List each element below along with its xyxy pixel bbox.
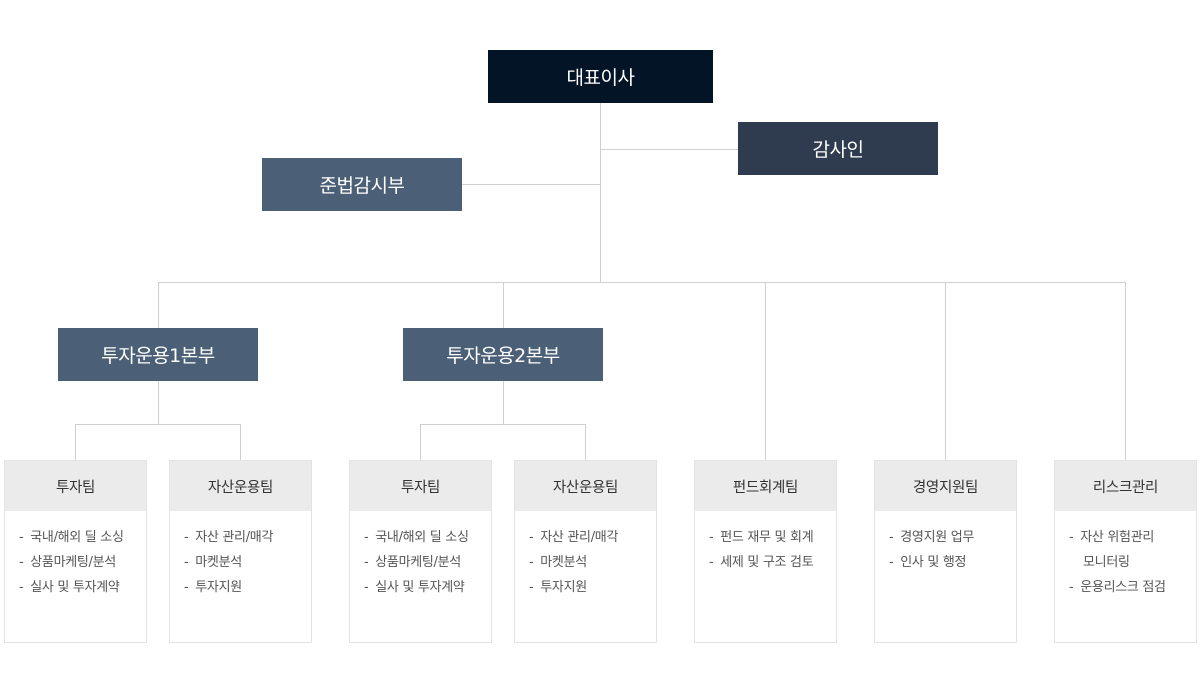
division-1-box: 투자운용1본부	[58, 328, 258, 381]
team-duties: - 자산 관리/매각 - 마켓분석 - 투자지원	[170, 511, 311, 600]
duty-item: - 국내/해외 딜 소싱	[19, 530, 124, 545]
connector-line	[240, 424, 241, 460]
team-title: 투자팀	[5, 461, 146, 511]
duty-item: - 경영지원 업무	[889, 530, 975, 545]
team-duties: - 국내/해외 딜 소싱 - 상품마케팅/분석 - 실사 및 투자계약	[350, 511, 491, 600]
compliance-box: 준법감시부	[262, 158, 462, 211]
connector-line	[158, 282, 1126, 283]
duty-item: - 운용리스크 점검	[1069, 580, 1166, 595]
duty-item: - 국내/해외 딜 소싱	[364, 530, 469, 545]
connector-line	[75, 424, 241, 425]
connector-line	[765, 282, 766, 460]
team-duties: - 펀드 재무 및 회계 - 세제 및 구조 검토	[695, 511, 836, 575]
duty-item: - 투자지원	[184, 580, 242, 595]
division-1-label: 투자운용1본부	[101, 345, 215, 367]
auditor-box: 감사인	[738, 122, 938, 175]
connector-line	[420, 424, 421, 460]
compliance-label: 준법감시부	[319, 175, 405, 197]
team-duties: - 자산 관리/매각 - 마켓분석 - 투자지원	[515, 511, 656, 600]
duty-item: - 자산 관리/매각	[184, 530, 274, 545]
connector-line	[158, 282, 159, 328]
duty-item: - 인사 및 행정	[889, 555, 967, 570]
connector-line	[601, 149, 738, 150]
connector-line	[1125, 282, 1126, 460]
duty-item-continuation: 모니터링	[1083, 555, 1130, 570]
duty-item: - 펀드 재무 및 회계	[709, 530, 814, 545]
team-duties: - 자산 위험관리 모니터링 - 운용리스크 점검	[1055, 511, 1196, 600]
connector-line	[945, 282, 946, 460]
duty-item: - 실사 및 투자계약	[19, 580, 120, 595]
team-card-risk-management: 리스크관리 - 자산 위험관리 모니터링 - 운용리스크 점검	[1054, 460, 1197, 643]
division-2-label: 투자운용2본부	[446, 345, 560, 367]
connector-line	[420, 424, 586, 425]
connector-line	[503, 282, 504, 328]
duty-item: - 마켓분석	[529, 555, 587, 570]
team-card-investment-2: 투자팀 - 국내/해외 딜 소싱 - 상품마케팅/분석 - 실사 및 투자계약	[349, 460, 492, 643]
connector-line	[503, 381, 504, 424]
team-title: 리스크관리	[1055, 461, 1196, 511]
ceo-label: 대표이사	[566, 67, 635, 89]
team-title: 투자팀	[350, 461, 491, 511]
division-2-box: 투자운용2본부	[403, 328, 603, 381]
team-duties: - 국내/해외 딜 소싱 - 상품마케팅/분석 - 실사 및 투자계약	[5, 511, 146, 600]
connector-line	[585, 424, 586, 460]
team-title: 자산운용팀	[515, 461, 656, 511]
connector-line	[462, 184, 600, 185]
team-card-asset-mgmt-2: 자산운용팀 - 자산 관리/매각 - 마켓분석 - 투자지원	[514, 460, 657, 643]
ceo-box: 대표이사	[488, 50, 713, 103]
auditor-label: 감사인	[812, 139, 864, 161]
connector-line	[158, 381, 159, 424]
team-card-fund-accounting: 펀드회계팀 - 펀드 재무 및 회계 - 세제 및 구조 검토	[694, 460, 837, 643]
duty-item: - 마켓분석	[184, 555, 242, 570]
team-card-asset-mgmt-1: 자산운용팀 - 자산 관리/매각 - 마켓분석 - 투자지원	[169, 460, 312, 643]
team-card-investment-1: 투자팀 - 국내/해외 딜 소싱 - 상품마케팅/분석 - 실사 및 투자계약	[4, 460, 147, 643]
duty-item: - 상품마케팅/분석	[364, 555, 461, 570]
team-title: 펀드회계팀	[695, 461, 836, 511]
duty-item: - 자산 관리/매각	[529, 530, 619, 545]
team-duties: - 경영지원 업무 - 인사 및 행정	[875, 511, 1016, 575]
team-card-management-support: 경영지원팀 - 경영지원 업무 - 인사 및 행정	[874, 460, 1017, 643]
duty-item: - 투자지원	[529, 580, 587, 595]
team-title: 경영지원팀	[875, 461, 1016, 511]
duty-item: - 자산 위험관리	[1069, 530, 1155, 545]
connector-line	[75, 424, 76, 460]
connector-line	[600, 103, 601, 282]
duty-item: - 실사 및 투자계약	[364, 580, 465, 595]
team-title: 자산운용팀	[170, 461, 311, 511]
duty-item: - 세제 및 구조 검토	[709, 555, 814, 570]
duty-item: - 상품마케팅/분석	[19, 555, 116, 570]
